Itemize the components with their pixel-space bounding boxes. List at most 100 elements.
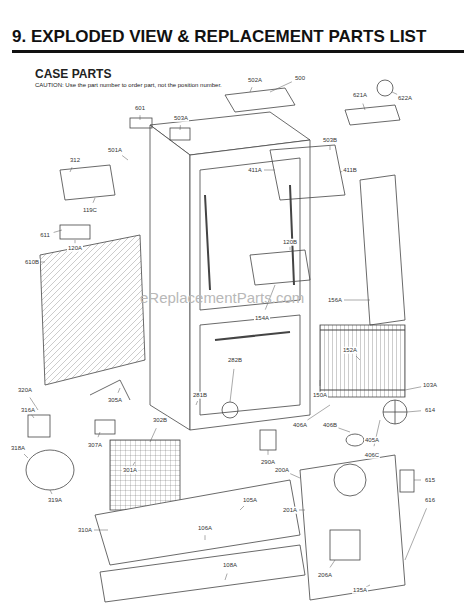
sensor: [400, 470, 414, 492]
cover-plate: [330, 530, 360, 560]
watermark: eReplacementParts.com: [140, 290, 304, 307]
leader-line: [264, 170, 275, 171]
callout-number: 206A: [317, 572, 333, 579]
callout-number: 502A: [247, 77, 263, 84]
callout-number: 318A: [10, 445, 26, 452]
leader-line: [40, 262, 45, 263]
kick-plate: [100, 545, 305, 602]
relay: [95, 420, 115, 434]
callout-number: 601: [134, 105, 146, 112]
condenser: [110, 440, 180, 510]
callout-number: 615: [424, 477, 436, 484]
control-board: [60, 225, 90, 239]
callout-number: 316A: [20, 407, 36, 414]
cabinet-side: [150, 125, 190, 430]
leader-line: [118, 388, 120, 393]
leader-line: [32, 415, 34, 418]
shelf-cover: [250, 250, 310, 285]
leader-line: [307, 405, 330, 420]
callout-number: 406A: [292, 422, 308, 429]
thermostat: [260, 430, 276, 450]
leader-line: [98, 432, 100, 437]
top-cover: [225, 88, 295, 112]
callout-number: 200A: [274, 467, 290, 474]
evaporator-tubes: [320, 330, 405, 390]
callout-number: 152A: [342, 347, 358, 354]
callout-number: 500: [294, 75, 306, 82]
section-heading: CASE PARTS: [35, 68, 111, 81]
fan-hub: [383, 400, 407, 424]
valve: [222, 402, 238, 418]
leader-line: [268, 450, 269, 455]
callout-number: 282B: [227, 357, 243, 364]
leader-line: [180, 125, 181, 130]
callout-number: 201A: [282, 507, 298, 514]
callout-number: 411B: [342, 167, 358, 174]
leader-line: [290, 247, 291, 250]
leader-line: [407, 411, 421, 412]
fan-guard: [28, 415, 50, 437]
leader-line: [338, 428, 350, 432]
callout-number: 501A: [107, 147, 123, 154]
callout-number: 319A: [47, 497, 63, 504]
leader-line: [363, 104, 365, 110]
top-bracket: [130, 118, 152, 128]
liner-rails: [205, 185, 294, 340]
leader-line: [330, 146, 331, 150]
leader-line: [205, 535, 206, 540]
callout-number: 610B: [24, 259, 40, 266]
callout-number: 411A: [247, 167, 263, 174]
callout-number: 307A: [87, 442, 103, 449]
page-title: 9. EXPLODED VIEW & REPLACEMENT PARTS LIS…: [12, 28, 426, 47]
fresh-liner: [200, 158, 300, 310]
fan-motor: [346, 434, 364, 446]
callout-number: 106A: [197, 525, 213, 532]
leader-line: [75, 240, 76, 243]
leader-line: [70, 167, 72, 172]
callout-number: 310A: [77, 527, 93, 534]
damper-knob: [377, 80, 393, 96]
callout-number: 154A: [254, 315, 270, 322]
callout-number: 135A: [352, 587, 368, 594]
leader-line: [140, 115, 141, 120]
back-panel: [40, 235, 145, 385]
leader-line: [344, 300, 370, 301]
leader-line: [240, 506, 244, 510]
leader-line: [405, 508, 427, 560]
air-duct: [360, 175, 405, 325]
leader-line: [356, 356, 360, 360]
leader-line: [54, 230, 62, 232]
callout-number: 290A: [260, 459, 276, 466]
leader-line: [225, 574, 227, 580]
callout-number: 120B: [282, 239, 298, 246]
callout-number: 281B: [192, 392, 208, 399]
callout-number: 119C: [82, 207, 98, 214]
compressor: [26, 450, 74, 490]
callout-number: 108A: [222, 562, 238, 569]
fan-shroud-ring: [334, 464, 366, 496]
callout-number: 406B: [322, 422, 338, 429]
callout-number: 120A: [67, 245, 83, 252]
leader-line: [320, 380, 321, 386]
leader-line: [299, 510, 305, 511]
ice-maker-housing: [270, 145, 345, 200]
caution-note: CAUTION: Use the part number to order pa…: [35, 82, 222, 89]
callout-number: 103A: [422, 382, 438, 389]
callout-number: 611: [39, 232, 51, 239]
callout-number: 301A: [122, 467, 138, 474]
title-rule: [12, 50, 464, 53]
callout-number: 503B: [322, 137, 338, 144]
callout-number: 305A: [107, 397, 123, 404]
leader-line: [93, 198, 95, 203]
callout-number: 320A: [17, 387, 33, 394]
callout-number: 302B: [152, 417, 168, 424]
upper-cover: [60, 165, 115, 200]
leader-line: [230, 369, 234, 402]
callout-number: 312: [69, 157, 81, 164]
leader-line: [250, 87, 252, 92]
callout-number: 614: [424, 407, 436, 414]
callout-number: 622A: [397, 95, 413, 102]
leader-line: [330, 560, 335, 568]
